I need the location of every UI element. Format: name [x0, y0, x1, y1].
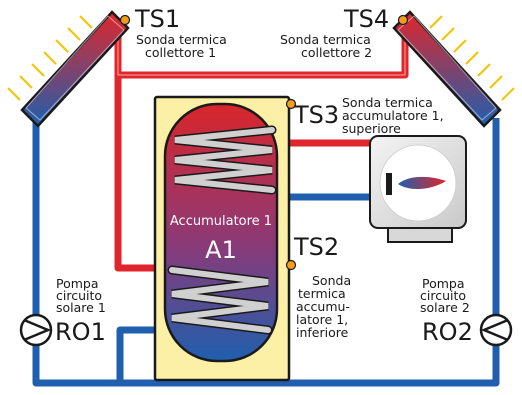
pump-ro1-label-1: Pompa [56, 276, 99, 291]
sensor-ts3-desc-1: Sonda termica [342, 95, 433, 110]
pump-ro2-icon [479, 313, 513, 347]
sensor-ts1-dot [119, 14, 131, 26]
sensor-ts2-desc-5: inferiore [296, 325, 349, 340]
sensor-ts2-dot [285, 259, 297, 271]
lower-heating-coil [167, 265, 273, 335]
sensor-ts1-desc-2: collettore 1 [145, 45, 216, 60]
sensor-ts3-code: TS3 [293, 101, 339, 129]
sensor-dots [119, 14, 409, 271]
sensor-ts4-desc-1: Sonda termica [280, 32, 371, 47]
tank-label: Accumulatore 1 [170, 214, 272, 229]
sensor-ts1-code: TS1 [134, 5, 180, 33]
sensor-ts4-code: TS4 [343, 5, 389, 33]
sun-rays-right [429, 15, 515, 101]
sensor-ts2-desc-1: Sonda [312, 273, 351, 288]
pump-ro1-icon [19, 313, 53, 347]
sun-rays-left [7, 15, 93, 101]
sensor-ts3-dot [285, 98, 297, 110]
sensor-ts2-desc-2: termica [298, 286, 346, 301]
pump-ro2-code: RO2 [422, 318, 473, 346]
pump-ro2-label-1: Pompa [422, 276, 465, 291]
sensor-ts2-desc-3: accumu- [296, 299, 350, 314]
pump-ro2-label-2: circuito [420, 288, 466, 303]
flame-icon [398, 176, 446, 190]
burner-icon [386, 173, 392, 195]
cold-pipes [32, 118, 500, 387]
pump-ro1-label-3: solare 1 [56, 300, 106, 315]
upper-heating-coil [174, 125, 277, 195]
sensor-ts1-desc-1: Sonda termica [136, 32, 227, 47]
sensor-ts4-desc-2: collettore 2 [301, 45, 372, 60]
sensor-ts3-desc-3: superiore [342, 121, 401, 136]
boiler [369, 135, 467, 243]
tank-code: A1 [205, 236, 237, 264]
sensor-ts2-code: TS2 [293, 233, 339, 261]
sensor-ts3-desc-2: accumulatore 1, [342, 108, 444, 123]
sensor-ts4-dot [397, 14, 409, 26]
pump-ro2-label-3: solare 2 [420, 300, 470, 315]
pump-ro1-code: RO1 [55, 318, 106, 346]
sensor-ts2-desc-4: latore 1, [296, 312, 348, 327]
pump-ro1-label-2: circuito [56, 288, 102, 303]
